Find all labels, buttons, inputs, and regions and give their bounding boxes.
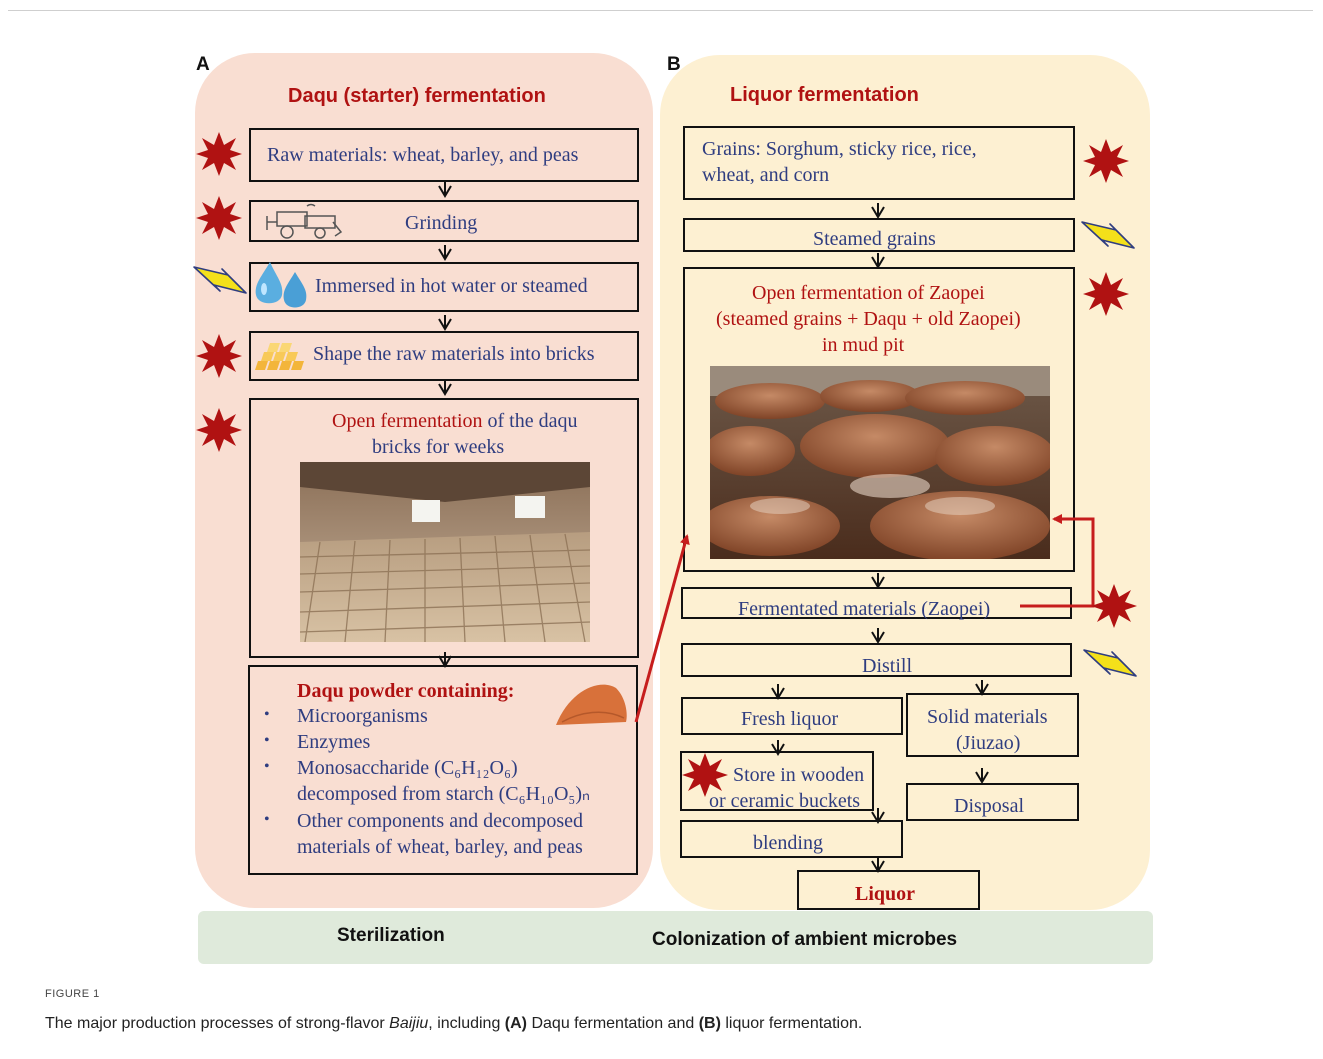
step-fresh-liquor-label: Fresh liquor xyxy=(741,708,839,730)
lightning-icon xyxy=(1081,221,1135,249)
lightning-icon xyxy=(193,266,247,294)
legend-bar xyxy=(198,911,1153,964)
step-liquor-label: Liquor xyxy=(855,883,916,905)
powder-item-monosaccharide-line1: Monosaccharide (C₆H₁₂O₆) xyxy=(297,757,518,779)
step-shape-bricks-label: Shape the raw materials into bricks xyxy=(313,343,595,365)
step-open-fermentation-zaopei xyxy=(683,267,1075,572)
step-liquor xyxy=(797,870,980,910)
powder-item-other-line2: materials of wheat, barley, and peas xyxy=(297,836,583,858)
step-fermented-materials xyxy=(681,587,1072,619)
bullet-dot: • xyxy=(264,811,270,828)
powder-pile-icon xyxy=(556,684,627,725)
step-fermented-materials-label: Fermentated materials (Zaopei) xyxy=(738,598,991,620)
step-disposal-label: Disposal xyxy=(954,795,1024,817)
star-icon xyxy=(682,753,728,797)
step-store-buckets-line1: Store in wooden xyxy=(733,764,865,786)
powder-item-enzymes: Enzymes xyxy=(297,731,371,753)
star-icon xyxy=(196,132,242,176)
tractor-icon xyxy=(266,203,343,239)
legend-colonization: Colonization of ambient microbes xyxy=(652,929,958,950)
star-icon xyxy=(1091,584,1137,628)
lightning-icon xyxy=(1083,649,1137,677)
panel-a-letter: A xyxy=(196,54,210,75)
arrow-b-10 xyxy=(871,856,885,872)
star-icon xyxy=(1083,139,1129,183)
step-distill xyxy=(681,643,1072,677)
panel-b-letter: B xyxy=(667,54,681,75)
water-drops-icon xyxy=(255,262,307,308)
arrow-a-1 xyxy=(438,181,452,197)
step-fresh-liquor xyxy=(681,697,903,735)
step-immersed-label: Immersed in hot water or steamed xyxy=(315,275,588,297)
powder-item-microorganisms: Microorganisms xyxy=(297,705,428,727)
arrow-a-4 xyxy=(438,379,452,395)
mud-pit-photo xyxy=(710,366,1050,559)
arrow-b-9 xyxy=(871,807,885,823)
step-raw-materials-label: Raw materials: wheat, barley, and peas xyxy=(267,144,579,166)
step-blending-label: blending xyxy=(753,832,823,854)
daqu-bricks-photo xyxy=(300,462,590,642)
arrow-b-8 xyxy=(975,767,989,783)
step-immersed xyxy=(249,262,639,312)
step-raw-materials xyxy=(249,128,639,182)
step-store-buckets-line2: or ceramic buckets xyxy=(709,790,861,812)
figure-label: FIGURE 1 xyxy=(45,988,100,1000)
step-blending xyxy=(680,820,903,858)
step-open-fermentation-zaopei-line1: Open fermentation of Zaopei xyxy=(752,282,985,304)
gold-bricks-icon xyxy=(255,343,304,370)
powder-item-other-line1: Other components and decomposed xyxy=(297,810,584,832)
step-grains xyxy=(683,126,1075,200)
star-icon xyxy=(1083,272,1129,316)
step-grains-line1: Grains: Sorghum, sticky rice, rice, xyxy=(702,138,977,160)
step-open-fermentation-daqu-line2: bricks for weeks xyxy=(372,436,505,458)
step-grinding xyxy=(249,200,639,242)
arrow-a-5 xyxy=(438,651,452,667)
arrow-a-3 xyxy=(438,314,452,330)
legend-sterilization: Sterilization xyxy=(337,925,445,946)
star-icon xyxy=(196,334,242,378)
arrow-b-3 xyxy=(871,572,885,588)
step-open-fermentation-daqu-line1: Open fermentation of the daqu xyxy=(332,410,578,432)
step-distill-label: Distill xyxy=(862,655,913,677)
step-solid-materials-line2: (Jiuzao) xyxy=(956,732,1021,754)
daqu-powder-heading: Daqu powder containing: xyxy=(297,680,515,702)
bullet-dot: • xyxy=(264,706,270,723)
step-open-fermentation-zaopei-line2: (steamed grains + Daqu + old Zaopei) xyxy=(716,308,1021,330)
arrow-b-5 xyxy=(771,683,785,699)
star-icon xyxy=(196,408,242,452)
arrow-b-2 xyxy=(871,252,885,268)
panel-a-title: Daqu (starter) fermentation xyxy=(288,85,546,107)
arrow-a-2 xyxy=(438,244,452,260)
arrow-b-1 xyxy=(871,202,885,218)
step-solid-materials-line1: Solid materials xyxy=(927,706,1048,728)
step-open-fermentation-zaopei-line3: in mud pit xyxy=(822,334,905,356)
figure-frame xyxy=(8,10,1313,1006)
step-grains-line2: wheat, and corn xyxy=(702,164,830,186)
bullet-dot: • xyxy=(264,732,270,749)
step-solid-materials xyxy=(906,693,1079,757)
daqu-powder-box xyxy=(248,665,638,875)
arrow-b-4 xyxy=(871,627,885,643)
step-grinding-label: Grinding xyxy=(405,212,478,234)
panel-b-title: Liquor fermentation xyxy=(730,84,919,106)
powder-item-monosaccharide-line2: decomposed from starch (C₆H₁₀O₅)ₙ xyxy=(297,783,591,805)
step-steamed-grains xyxy=(683,218,1075,252)
arrow-b-7 xyxy=(771,739,785,755)
figure-caption: The major production processes of strong… xyxy=(45,1015,863,1032)
arrow-b-6 xyxy=(975,679,989,695)
bullet-dot: • xyxy=(264,758,270,775)
step-disposal xyxy=(906,783,1079,821)
red-arrow-recycle-zaopei xyxy=(1020,514,1095,608)
star-icon xyxy=(196,196,242,240)
red-arrow-daqu-to-zaopei xyxy=(634,534,690,723)
step-steamed-grains-label: Steamed grains xyxy=(813,228,936,250)
